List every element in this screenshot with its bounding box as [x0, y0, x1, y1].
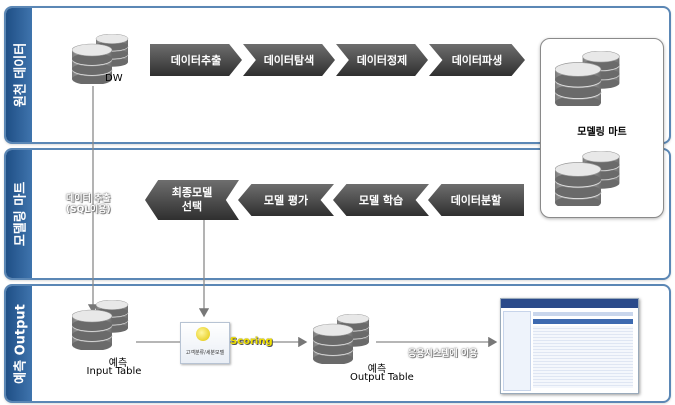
app-side-menu — [503, 311, 531, 391]
app-table-header — [533, 319, 633, 324]
application-use-note: 응용시스템에 이용 — [408, 349, 478, 359]
step-data-exploration: 데이터탐색 — [243, 44, 335, 76]
output-table-label-2: Output Table — [350, 372, 414, 383]
source-data-band-label: 원천 데이터 — [6, 8, 32, 142]
app-toolbar — [533, 312, 633, 316]
model-scoring-icon: 고객분류/세분모델 — [180, 322, 230, 364]
sql-extraction-note: 데이터 추출 (SQL이용) — [66, 194, 111, 215]
output-table-database-icon — [313, 314, 373, 364]
modeling-mart-band-title: 모델링 마트 — [13, 181, 29, 247]
lightbulb-icon — [196, 327, 210, 341]
mart-database-icon-top — [555, 51, 625, 106]
step-data-cleansing: 데이터정제 — [336, 44, 428, 76]
app-header-bar — [501, 299, 638, 308]
dw-label: DW — [105, 73, 123, 84]
step-data-derivation: 데이터파생 — [429, 44, 525, 76]
output-table-label-1: 예측 — [367, 364, 387, 375]
step-model-evaluation: 모델 평가 — [238, 184, 334, 216]
model-icon-caption: 고객분류/세분모델 — [185, 350, 225, 356]
prediction-output-band-title: 예측 Output — [13, 303, 29, 384]
mart-database-icon-bottom — [555, 151, 625, 206]
step-data-extraction: 데이터추출 — [150, 44, 242, 76]
source-data-band-title: 원천 데이터 — [13, 42, 29, 108]
app-table-rows — [533, 326, 633, 388]
application-screenshot — [500, 298, 639, 394]
step-data-split: 데이터분할 — [428, 184, 524, 216]
step-model-training: 모델 학습 — [333, 184, 429, 216]
input-table-label-1: 예측 — [108, 358, 128, 369]
prediction-output-band-label: 예측 Output — [6, 286, 32, 401]
input-table-label-2: Input Table — [86, 366, 142, 377]
dw-database-icon — [72, 34, 132, 84]
modeling-mart-container: 모델링 마트 — [540, 38, 664, 218]
step-final-model-selection: 최종모델 선택 — [145, 180, 239, 220]
modeling-mart-label: 모델링 마트 — [577, 127, 627, 138]
scoring-label: Scoring — [230, 336, 273, 347]
modeling-mart-band-label: 모델링 마트 — [6, 150, 32, 278]
input-table-database-icon — [72, 300, 132, 350]
